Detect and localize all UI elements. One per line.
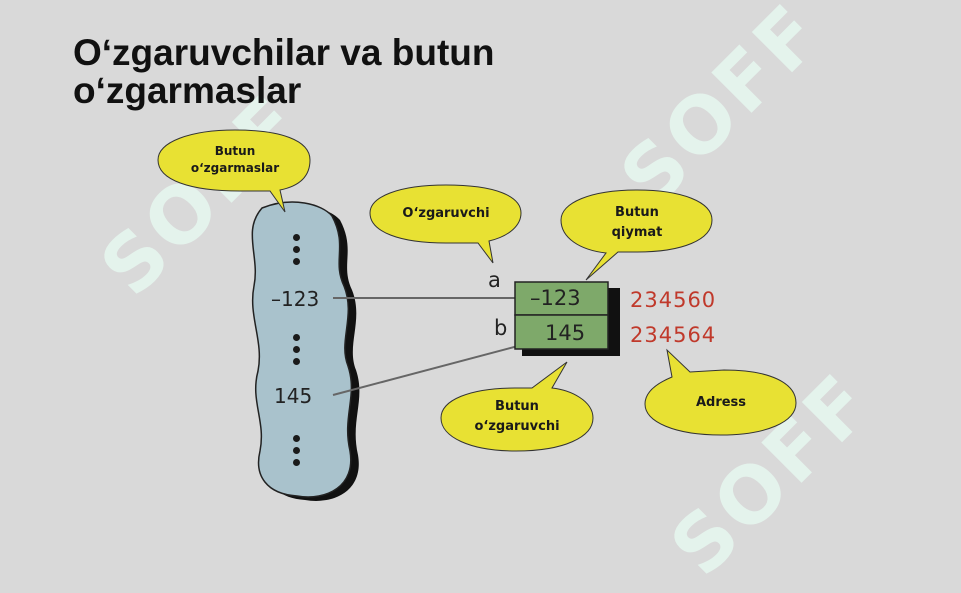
value-cloud	[251, 201, 353, 498]
variable-name-b: b	[494, 316, 508, 340]
bubble-int-value	[560, 189, 713, 281]
ellipsis-dots	[293, 234, 301, 270]
link-line-b	[332, 345, 519, 396]
address-a: 234560	[630, 288, 717, 312]
memory-cell-b	[514, 314, 609, 350]
bubble-constants-label: Butun o‘zgarmaslar	[190, 144, 280, 175]
cell-value-b: 145	[545, 321, 586, 345]
cloud-value-a: –123	[271, 287, 320, 311]
variable-name-a: a	[488, 268, 501, 292]
bubble-variable	[369, 184, 522, 264]
bubble-address	[644, 348, 797, 436]
bubble-int-value-label: Butun qiymat	[611, 205, 663, 240]
memory-cell-a	[514, 281, 609, 316]
bubble-int-variable-label: Butun o‘zgaruvchi	[474, 399, 560, 434]
bubble-constants	[157, 129, 311, 213]
ellipsis-dots	[293, 334, 301, 370]
bubble-variable-label: O‘zgaruvchi	[402, 206, 490, 221]
ellipsis-dots	[293, 435, 301, 471]
page-title: O‘zgaruvchilar va butun o‘zgarmaslar	[73, 34, 495, 111]
bubble-int-variable	[440, 361, 594, 452]
cell-value-a: –123	[530, 286, 581, 310]
cloud-value-b: 145	[274, 384, 313, 408]
memory-diagram	[157, 129, 797, 501]
address-b: 234564	[630, 323, 717, 347]
bubble-address-label: Adress	[695, 395, 747, 410]
